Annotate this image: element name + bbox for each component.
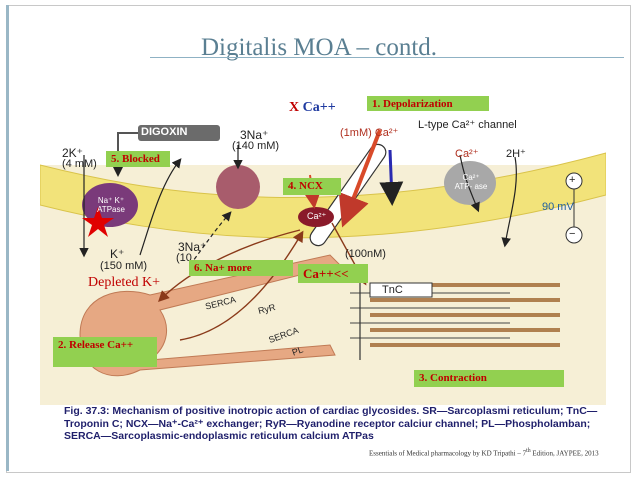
x-ca-annotation: X Ca++ xyxy=(289,100,336,116)
left-accent-bar xyxy=(6,5,9,471)
digoxin-label: DIGOXIN xyxy=(141,126,188,138)
x-ca-text: Ca++ xyxy=(302,100,336,115)
k-extracellular-label: 2K⁺ xyxy=(62,146,84,160)
k-extracellular-conc: (4 mM) xyxy=(62,158,97,170)
slide-title: Digitalis MOA – contd. xyxy=(200,34,438,61)
cell-membrane xyxy=(40,152,606,239)
figure-caption: Fig. 37.3: Mechanism of positive inotrop… xyxy=(64,405,624,443)
na-intracellular-conc: (10 xyxy=(176,252,192,264)
tag-ncx: 4. NCX xyxy=(283,178,341,195)
na-k-atpase-label: Na⁺ K⁺ ATPase xyxy=(97,196,125,214)
l-type-channel-label: L-type Ca²⁺ channel xyxy=(418,119,517,131)
na-extracellular-conc: (140 mM) xyxy=(232,140,280,152)
minus-sign: − xyxy=(569,228,576,240)
credit-superscript: th xyxy=(526,448,531,454)
k-intracellular-conc: (150 mM) xyxy=(100,260,148,272)
title-rule xyxy=(150,57,624,58)
voltage-label: 90 mV xyxy=(542,201,574,213)
plus-sign: + xyxy=(569,174,576,186)
ncx-exchanger xyxy=(216,165,260,209)
na-intracellular-label: 3Na⁺ xyxy=(178,240,207,254)
tag-blocked: 5. Blocked xyxy=(106,151,170,167)
h-ion-label: 2H⁺ xyxy=(506,148,526,160)
ca-atpase xyxy=(444,161,496,205)
tag-contraction: 3. Contraction xyxy=(414,370,564,387)
ca-atpase-label: Ca²⁺ ATP- ase xyxy=(454,173,488,191)
tag-release-ca: 2. Release Ca++ xyxy=(53,337,157,367)
tnc-label: TnC xyxy=(382,284,403,296)
intracellular-ca xyxy=(298,207,334,227)
na-extracellular-label: 3Na⁺ xyxy=(240,128,269,142)
tnc-box xyxy=(369,282,433,298)
x-mark: X xyxy=(289,100,300,115)
credit-line-1: Essentials of Medical pharmacology by KD… xyxy=(369,449,527,458)
credit-line-2: Edition, JAYPEE, 2013 xyxy=(530,449,599,458)
figure-number: Fig. 37.3: xyxy=(64,405,110,417)
tag-depolarization: 1. Depolarization xyxy=(367,96,489,111)
k-intracellular-label: K⁺ xyxy=(110,247,125,261)
source-credit: Essentials of Medical pharmacology by KD… xyxy=(369,447,599,458)
ca-extracellular-label: (1mM) Ca²⁺ xyxy=(340,127,399,139)
ca-intracellular-label: Ca²⁺ xyxy=(307,211,327,221)
tag-ca-low: Ca++<< xyxy=(298,264,368,283)
digoxin-box xyxy=(138,125,220,141)
myofilaments xyxy=(370,283,560,347)
tag-na-more: 6. Na+ more xyxy=(189,260,293,276)
ca-atpase-ion-label: Ca²⁺ xyxy=(455,148,479,160)
caption-text: Mechanism of positive inotropic action o… xyxy=(64,405,598,442)
depleted-k-label: Depleted K+ xyxy=(88,275,161,290)
blocked-star-icon xyxy=(82,207,114,237)
ca-intracellular-conc: (100nM) xyxy=(345,248,386,260)
